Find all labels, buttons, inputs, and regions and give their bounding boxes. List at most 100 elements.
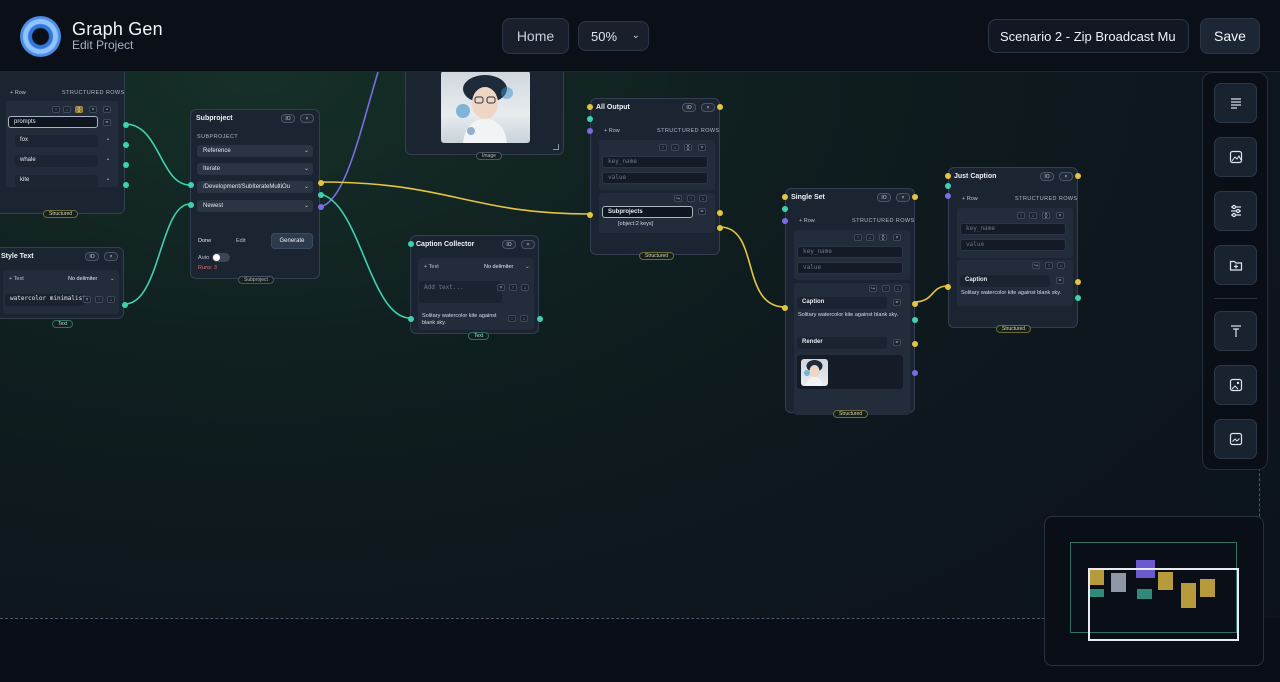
io-button[interactable]: IO xyxy=(682,103,696,112)
output-port[interactable] xyxy=(717,104,723,110)
sliders-icon[interactable] xyxy=(1214,191,1257,231)
mode-select[interactable]: Iterate⌄ xyxy=(197,163,313,175)
caption-key-field[interactable]: Caption xyxy=(960,275,1050,287)
move-down-button[interactable]: ↓ xyxy=(1057,262,1065,269)
move-up-button[interactable]: ↑ xyxy=(1045,262,1053,269)
delete-button[interactable]: × xyxy=(1056,212,1064,219)
add-text-button[interactable]: + Text xyxy=(424,264,439,270)
value-input[interactable]: value xyxy=(797,262,903,274)
minimap-viewport[interactable] xyxy=(1088,568,1239,641)
output-port[interactable] xyxy=(912,341,918,347)
add-row-button[interactable]: + Row xyxy=(962,196,978,202)
output-port[interactable] xyxy=(717,210,723,216)
io-button[interactable]: IO xyxy=(502,240,516,249)
reference-select[interactable]: Reference⌄ xyxy=(197,145,313,157)
input-port[interactable] xyxy=(782,206,788,212)
input-port[interactable] xyxy=(782,218,788,224)
input-port[interactable] xyxy=(945,173,951,179)
add-row-button[interactable]: + Row xyxy=(10,90,26,96)
move-down-button[interactable]: ↓ xyxy=(866,234,874,241)
input-port[interactable] xyxy=(587,116,593,122)
output-port[interactable] xyxy=(318,180,324,186)
input-port[interactable] xyxy=(408,316,414,322)
structure-toggle-button[interactable]: {} xyxy=(75,106,83,113)
move-up-button[interactable]: ↑ xyxy=(509,284,517,291)
image-icon[interactable] xyxy=(1214,137,1257,177)
add-row-button[interactable]: + Row xyxy=(604,128,620,134)
input-port[interactable] xyxy=(587,128,593,134)
delete-button[interactable]: × xyxy=(83,296,91,303)
list-item[interactable]: fox xyxy=(15,135,98,147)
delete-button[interactable]: × xyxy=(89,106,97,113)
output-port[interactable] xyxy=(123,182,129,188)
delete-button[interactable]: × xyxy=(497,284,505,291)
prompts-node[interactable]: + Row STRUCTURED ROWS ↑ ↓ {} × • prompts… xyxy=(0,72,129,218)
close-icon[interactable]: × xyxy=(896,193,910,202)
output-port[interactable] xyxy=(717,225,723,231)
row-menu-button[interactable]: = xyxy=(698,208,706,215)
add-text-button[interactable]: + Text xyxy=(9,276,24,282)
value-input[interactable]: value xyxy=(602,172,708,184)
render-thumbnail[interactable] xyxy=(801,359,828,386)
key-name-input[interactable]: key_name xyxy=(797,246,903,258)
input-port[interactable] xyxy=(782,194,788,200)
image-add-icon[interactable] xyxy=(1214,365,1257,405)
input-port[interactable] xyxy=(408,241,414,247)
output-port[interactable] xyxy=(1075,173,1081,179)
input-port[interactable] xyxy=(945,183,951,189)
close-icon[interactable]: × xyxy=(104,252,118,261)
close-icon[interactable]: × xyxy=(521,240,535,249)
io-button[interactable]: IO xyxy=(281,114,295,123)
list-item[interactable]: whale xyxy=(15,155,98,167)
close-icon[interactable]: × xyxy=(1059,172,1073,181)
key-name-input[interactable]: key_name xyxy=(602,156,708,168)
home-button[interactable]: Home xyxy=(502,18,569,54)
just-caption-node[interactable]: Just Caption IO × + Row STRUCTURED ROWS … xyxy=(945,167,1081,333)
single-set-node[interactable]: Single Set IO × + Row STRUCTURED ROWS ↑ … xyxy=(782,188,918,418)
text-value-field[interactable]: watercolor minimalist xyxy=(5,294,85,306)
list-item[interactable]: kite xyxy=(15,175,98,187)
input-port[interactable] xyxy=(945,193,951,199)
caption-collector-node[interactable]: Caption Collector IO × + Text No delimit… xyxy=(408,235,543,340)
move-down-button[interactable]: ↓ xyxy=(521,284,529,291)
key-name-input[interactable]: key_name xyxy=(960,223,1066,235)
row-key-field[interactable]: prompts xyxy=(8,116,98,128)
image-frame-icon[interactable] xyxy=(1214,419,1257,459)
row-menu-button[interactable]: = xyxy=(1056,277,1064,284)
delimiter-select[interactable]: No delimiter xyxy=(68,276,98,282)
auto-toggle[interactable] xyxy=(212,253,230,262)
move-up-button[interactable]: ↑ xyxy=(52,106,60,113)
output-port[interactable] xyxy=(1075,295,1081,301)
link-button[interactable]: ↪ xyxy=(1032,262,1040,269)
io-button[interactable]: IO xyxy=(85,252,99,261)
version-select[interactable]: Newest⌄ xyxy=(197,200,313,212)
image-node[interactable]: Image xyxy=(405,72,564,160)
row-menu-button[interactable]: = xyxy=(893,339,901,346)
input-port[interactable] xyxy=(945,284,951,290)
add-row-button[interactable]: + Row xyxy=(799,218,815,224)
io-button[interactable]: IO xyxy=(1040,172,1054,181)
output-port[interactable] xyxy=(912,370,918,376)
move-down-button[interactable]: ↓ xyxy=(107,296,115,303)
output-port[interactable] xyxy=(912,301,918,307)
output-port[interactable] xyxy=(1075,279,1081,285)
move-up-button[interactable]: ↑ xyxy=(1017,212,1025,219)
input-port[interactable] xyxy=(587,104,593,110)
output-port[interactable] xyxy=(912,317,918,323)
move-up-button[interactable]: ↑ xyxy=(659,144,667,151)
structure-toggle-button[interactable]: {} xyxy=(1042,212,1050,219)
project-name-input[interactable]: Scenario 2 - Zip Broadcast Mu xyxy=(988,19,1189,53)
structure-toggle-button[interactable]: {} xyxy=(879,234,887,241)
row-key-field[interactable]: Subprojects xyxy=(602,206,693,218)
close-icon[interactable]: × xyxy=(300,114,314,123)
more-button[interactable]: • xyxy=(103,106,111,113)
input-port[interactable] xyxy=(188,202,194,208)
output-port[interactable] xyxy=(318,192,324,198)
add-text-input[interactable]: Add text... xyxy=(419,281,502,303)
move-up-button[interactable]: ↑ xyxy=(687,195,695,202)
row-menu-button[interactable]: = xyxy=(893,299,901,306)
move-down-button[interactable]: ↓ xyxy=(699,195,707,202)
move-up-button[interactable]: ↑ xyxy=(508,315,516,322)
move-up-button[interactable]: ↑ xyxy=(95,296,103,303)
output-port[interactable] xyxy=(537,316,543,322)
